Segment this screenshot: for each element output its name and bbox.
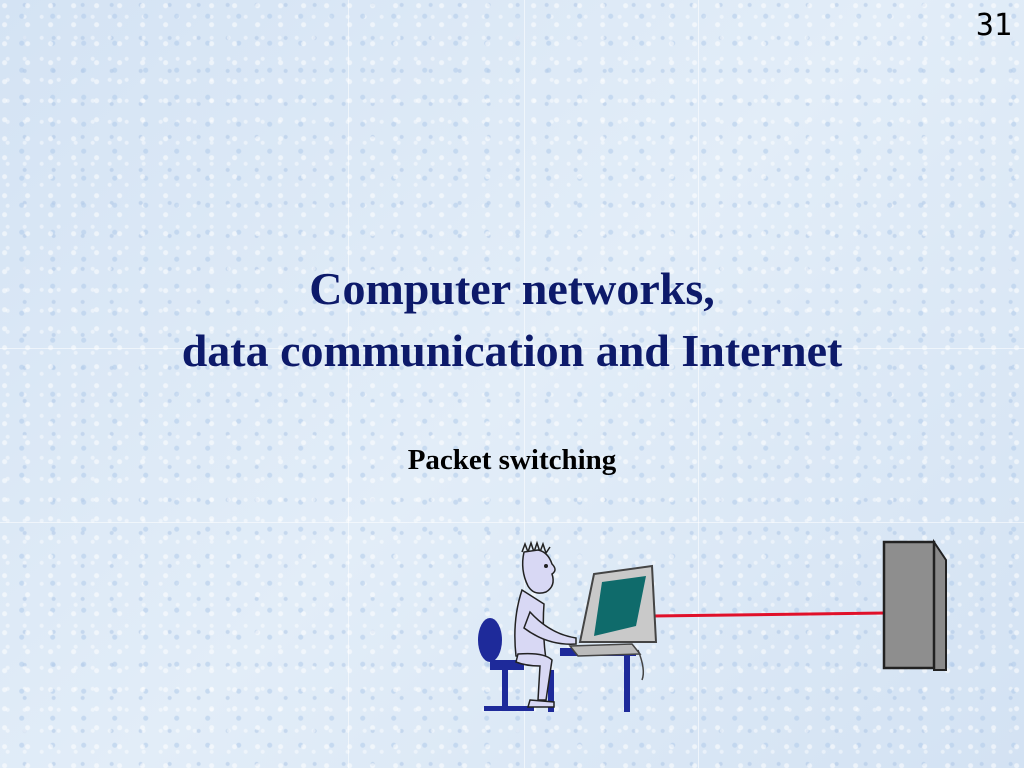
slide-title: Computer networks, data communication an… — [0, 258, 1024, 382]
chair-icon — [478, 618, 534, 711]
network-link-line — [651, 611, 887, 618]
slide-number: 31 — [975, 8, 1012, 43]
slide-title-line-2: data communication and Internet — [181, 325, 843, 376]
slide-subtitle: Packet switching — [407, 444, 617, 476]
network-illustration — [478, 538, 947, 712]
desk-icon — [548, 648, 636, 712]
server-tower-icon — [882, 538, 947, 671]
slide-title-line-1: Computer networks, — [309, 263, 715, 314]
person-at-computer-icon — [514, 540, 577, 708]
computer-monitor-icon — [568, 564, 658, 681]
